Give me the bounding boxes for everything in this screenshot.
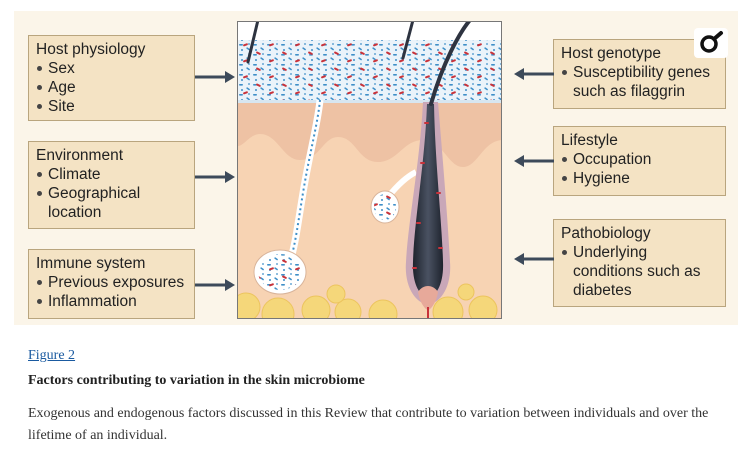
box-item: Site <box>36 97 187 116</box>
figure-title: Factors contributing to variation in the… <box>28 373 365 388</box>
box-title: Host physiology <box>36 41 146 58</box>
arrow-icon <box>514 155 554 167</box>
box-title: Immune system <box>36 255 146 272</box>
arrow-icon <box>195 279 235 291</box>
lifestyle-box: Lifestyle Occupation Hygiene <box>553 126 726 196</box>
box-title: Host genotype <box>561 45 661 62</box>
environment-box: Environment Climate Geographical locatio… <box>28 141 195 229</box>
box-item: Geographical location <box>36 184 187 222</box>
pathobiology-box: Pathobiology Underlying conditions such … <box>553 219 726 307</box>
box-title: Lifestyle <box>561 132 618 149</box>
box-item: Hygiene <box>561 169 718 188</box>
box-item: Occupation <box>561 150 718 169</box>
box-item: Previous exposures <box>36 273 187 292</box>
arrow-icon <box>195 71 235 83</box>
box-item: Climate <box>36 165 187 184</box>
arrow-icon <box>514 68 554 80</box>
box-item: Underlying conditions such as diabetes <box>561 243 718 300</box>
box-item: Susceptibility genes such as filaggrin <box>561 63 718 101</box>
box-item: Inflammation <box>36 292 187 311</box>
magnify-icon[interactable] <box>694 28 728 58</box>
figure-caption: Exogenous and endogenous factors discuss… <box>28 406 709 443</box>
box-title: Environment <box>36 147 124 164</box>
arrow-icon <box>195 171 235 183</box>
immune-system-box: Immune system Previous exposures Inflamm… <box>28 249 195 319</box>
box-item: Age <box>36 78 187 97</box>
box-item: Sex <box>36 59 187 78</box>
skin-illustration <box>238 22 501 318</box>
host-physiology-box: Host physiology Sex Age Site <box>28 35 195 121</box>
arrow-icon <box>514 253 554 265</box>
figure-link[interactable]: Figure 2 <box>28 348 76 363</box>
skin-cross-section <box>237 21 502 319</box>
box-title: Pathobiology <box>561 225 651 242</box>
